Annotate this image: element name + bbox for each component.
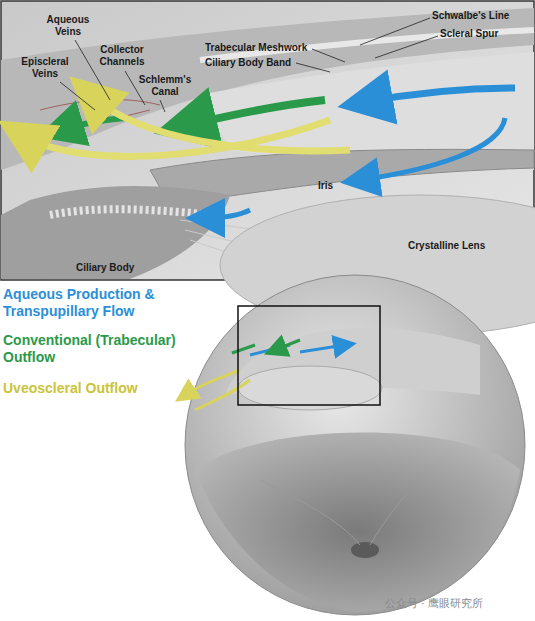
part-label: Ciliary Body Band [205,57,315,69]
watermark: 公众号 · 鹰眼研究所 [385,596,530,611]
legend-entry: Aqueous Production & Transpupillary Flow [3,286,203,320]
part-label: Iris [318,180,358,192]
part-label: Collector Channels [92,44,152,67]
part-label: Ciliary Body [76,262,166,274]
part-label: Schlemm's Canal [136,74,194,97]
part-label: Episcleral Veins [14,56,76,79]
part-label: Scleral Spur [440,28,530,40]
legend-text: Uveoscleral Outflow [3,380,138,396]
legend-text: Aqueous Production & Transpupillary Flow [3,286,155,319]
part-label: Crystalline Lens [408,240,528,252]
legend-entry: Uveoscleral Outflow [3,380,203,397]
legend-text: Conventional (Trabecular) Outflow [3,332,176,365]
part-label: Schwalbe's Line [432,10,532,22]
part-label: Aqueous Veins [38,14,98,37]
legend-entry: Conventional (Trabecular) Outflow [3,332,203,366]
part-label: Trabecular Meshwork [205,42,325,54]
